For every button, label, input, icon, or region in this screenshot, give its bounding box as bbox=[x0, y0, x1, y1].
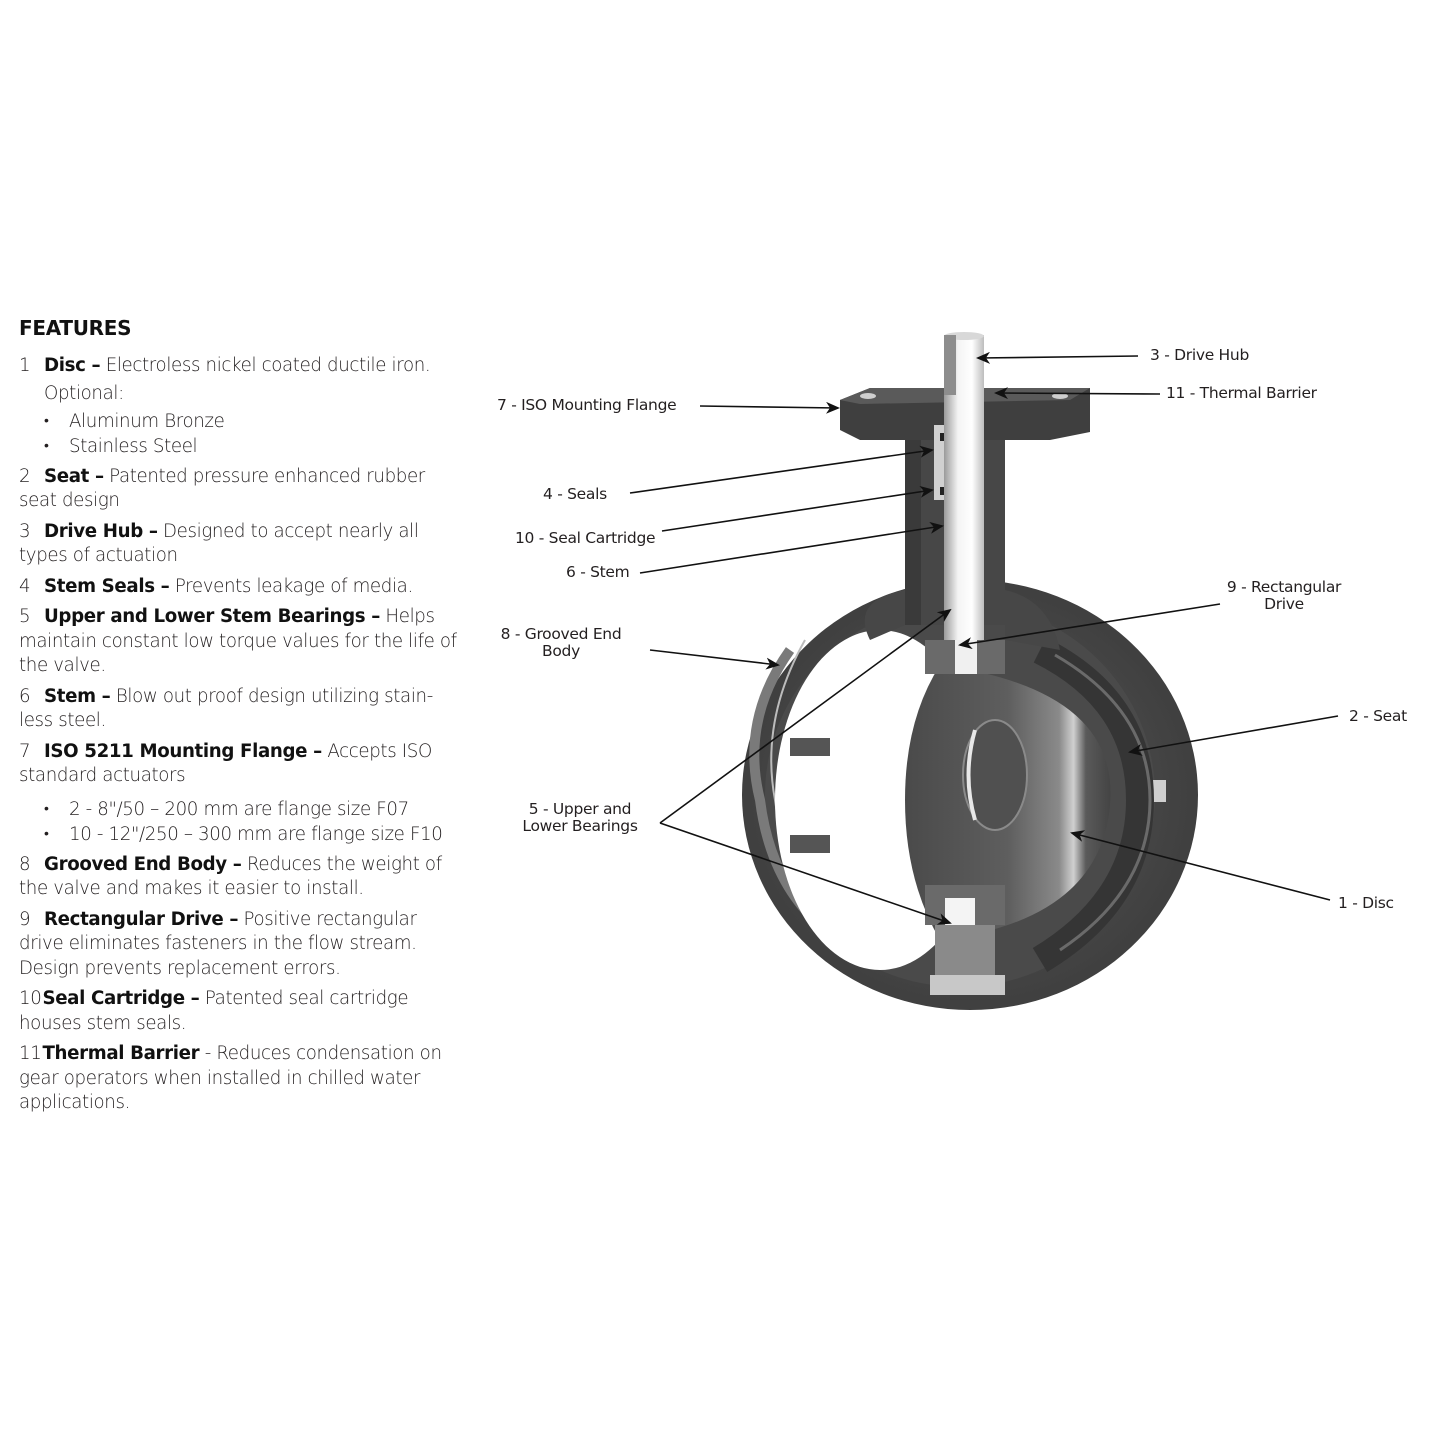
label-iso-mounting-flange: 7 - ISO Mounting Flange bbox=[497, 396, 677, 414]
label-thermal-barrier: 11 - Thermal Barrier bbox=[1166, 384, 1317, 402]
list-item: Stainless Steel bbox=[44, 434, 459, 459]
disc-options-list: Aluminum Bronze Stainless Steel bbox=[19, 409, 459, 459]
body-neck bbox=[864, 425, 1060, 650]
stem-assembly bbox=[925, 332, 1005, 995]
label-disc: 1 - Disc bbox=[1338, 894, 1394, 912]
disc bbox=[905, 665, 1111, 940]
grooved-end-body bbox=[742, 580, 1198, 1010]
list-item: Aluminum Bronze bbox=[44, 409, 459, 434]
optional-label: Optional: bbox=[44, 382, 124, 404]
label-bearings: 5 - Upper and Lower Bearings bbox=[522, 800, 638, 835]
callout-arrows bbox=[629, 351, 1339, 925]
iso-mounting-flange bbox=[840, 388, 1090, 440]
stem bbox=[944, 335, 984, 655]
feature-item-thermal-barrier: 11Thermal Barrier - Reduces condensation… bbox=[19, 1043, 442, 1113]
feature-item-seal-cartridge: 10Seal Cartridge – Patented seal cartrid… bbox=[19, 988, 409, 1034]
list-item: 10 - 12"/250 – 300 mm are flange size F1… bbox=[44, 822, 459, 847]
label-grooved-end-body: 8 - Grooved End Body bbox=[500, 625, 622, 660]
flange-sizes-list: 2 - 8"/50 – 200 mm are flange size F07 1… bbox=[19, 797, 459, 847]
features-heading: FEATURES bbox=[19, 316, 132, 340]
label-seal-cartridge: 10 - Seal Cartridge bbox=[515, 529, 656, 547]
label-stem: 6 - Stem bbox=[566, 563, 630, 581]
seat bbox=[1032, 637, 1155, 973]
list-item: 2 - 8"/50 – 200 mm are flange size F07 bbox=[44, 797, 459, 822]
label-drive-hub: 3 - Drive Hub bbox=[1150, 346, 1249, 364]
label-seals: 4 - Seals bbox=[543, 485, 607, 503]
label-seat: 2 - Seat bbox=[1349, 707, 1407, 725]
label-rectangular-drive: 9 - Rectangular Drive bbox=[1226, 578, 1342, 613]
